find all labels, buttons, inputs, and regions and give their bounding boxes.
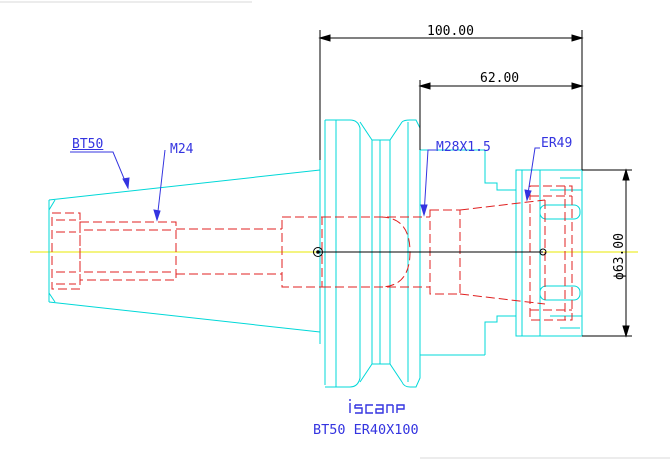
part-number: BT50 ER40X100 — [313, 422, 419, 438]
dimension-total-length: 100.00 — [427, 24, 474, 39]
brand-logo — [349, 399, 405, 414]
hidden-lines — [51, 185, 573, 321]
dimension-lines — [318, 30, 632, 338]
callout-nut-thread: M28X1.5 — [436, 140, 491, 155]
leader-lines — [70, 147, 540, 222]
dimension-collet-length: 62.00 — [480, 71, 520, 86]
dimension-diameter: ϕ63.00 — [612, 233, 627, 280]
callout-drawbar-thread: M24 — [170, 142, 194, 157]
tool-holder-outline — [48, 119, 583, 388]
callout-taper: BT50 — [72, 137, 104, 152]
callout-collet: ER49 — [541, 136, 573, 151]
